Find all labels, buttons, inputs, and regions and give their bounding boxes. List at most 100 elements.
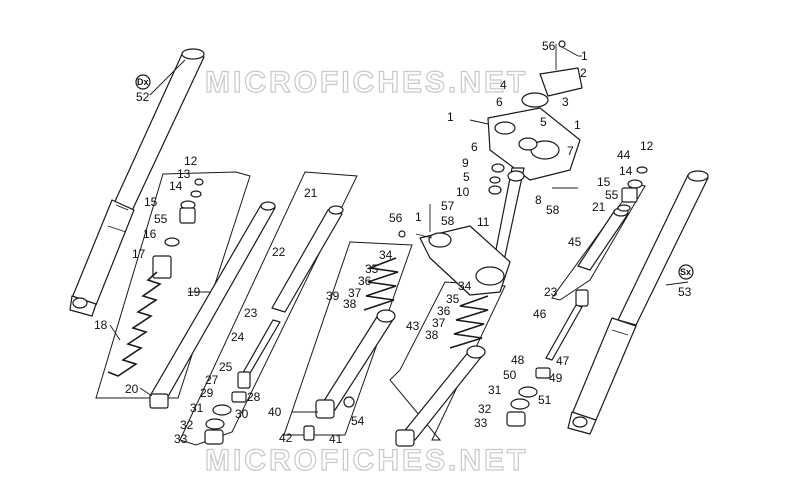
callout: 33	[174, 432, 188, 446]
callout: 33	[474, 416, 488, 430]
callout: 52	[136, 90, 150, 104]
callout: 55	[154, 212, 168, 226]
callout: 5	[463, 170, 470, 184]
bolts-40-42	[292, 411, 318, 441]
callout: 17	[132, 247, 146, 261]
callout: 56	[542, 39, 556, 53]
top-triple-clamp	[469, 40, 583, 181]
callout: 32	[180, 418, 194, 432]
inner-tube-20	[149, 201, 276, 409]
callout: 58	[441, 214, 455, 228]
callout: 18	[94, 318, 108, 332]
frame-45	[551, 183, 646, 301]
callout: 13	[177, 167, 191, 181]
callout: 22	[272, 245, 286, 259]
callout: 1	[415, 210, 422, 224]
callout: 23	[544, 285, 558, 299]
callout: 6	[471, 140, 478, 154]
callout: 23	[244, 306, 258, 320]
callout: 37	[432, 316, 446, 330]
callout: 53	[678, 285, 692, 299]
watermark-bottom: MICROFICHES.NET	[205, 444, 528, 477]
callout: 25	[219, 360, 233, 374]
callout: 41	[329, 432, 343, 446]
callout: 1	[574, 118, 581, 132]
leader-lines	[109, 46, 689, 397]
callout: 2	[580, 66, 587, 80]
callout: 30	[235, 407, 249, 421]
callout: 40	[268, 405, 282, 419]
callout: 3	[562, 95, 569, 109]
callout: 24	[231, 330, 245, 344]
callout: 35	[365, 262, 379, 276]
damper-rod-45	[506, 207, 629, 427]
callout-labels: 52 12 13 14 15 55 16 17 19 18 20 21 22 2…	[94, 39, 692, 446]
fork-spring-left	[107, 271, 162, 377]
callout: 12	[640, 139, 654, 153]
side-tag-dx-circle	[135, 74, 151, 90]
left-small-parts	[152, 178, 204, 279]
callout: 14	[169, 179, 183, 193]
spring-assembly-39	[315, 257, 399, 419]
callout: 6	[496, 95, 503, 109]
callout: 34	[458, 279, 472, 293]
callout: 37	[348, 286, 362, 300]
callout: 12	[184, 154, 198, 168]
callout: 57	[441, 199, 455, 213]
callout: 38	[425, 328, 439, 342]
side-tag-sx-circle	[678, 264, 694, 280]
callout: 45	[568, 235, 582, 249]
side-tag-dx: Dx	[137, 77, 149, 87]
callout: 20	[125, 382, 139, 396]
callout: 55	[605, 188, 619, 202]
callout: 15	[144, 195, 158, 209]
callout: 39	[326, 289, 340, 303]
callout: 54	[351, 414, 365, 428]
callout: 28	[247, 390, 261, 404]
side-tag-sx: Sx	[680, 267, 691, 277]
callout: 34	[379, 248, 393, 262]
frame-19	[95, 171, 251, 399]
callout: 46	[533, 307, 547, 321]
right-fork-leg	[69, 48, 205, 317]
callout: 51	[538, 393, 552, 407]
callout: 29	[200, 386, 214, 400]
callout: 11	[477, 215, 490, 229]
callout: 14	[619, 164, 633, 178]
callout: 10	[456, 185, 470, 199]
callout: 21	[304, 186, 318, 200]
callout: 32	[478, 402, 492, 416]
spring-assembly-43	[395, 295, 489, 447]
callout: 19	[187, 285, 201, 299]
callout: 35	[446, 292, 460, 306]
callout: 1	[447, 110, 454, 124]
bottom-triple-clamp	[398, 204, 511, 296]
callout: 48	[511, 353, 525, 367]
frame-43	[389, 281, 506, 441]
frame-39	[283, 241, 413, 436]
callout: 8	[535, 193, 542, 207]
watermark-top: MICROFICHES.NET	[205, 66, 528, 99]
callout: 27	[205, 373, 219, 387]
steering-stem	[488, 163, 578, 271]
callout: 15	[597, 175, 611, 189]
callout: 58	[546, 203, 560, 217]
callout: 42	[279, 431, 293, 445]
callout: 21	[592, 200, 606, 214]
right-small-parts	[617, 166, 648, 212]
callout: 43	[406, 319, 420, 333]
callout: 50	[503, 368, 517, 382]
callout: 5	[540, 115, 547, 129]
callout: 16	[143, 227, 157, 241]
callout: 38	[343, 297, 357, 311]
callout: 31	[488, 383, 502, 397]
callout: 4	[500, 78, 507, 92]
callout: 49	[549, 371, 563, 385]
callout: 36	[358, 274, 372, 288]
left-fork-leg	[567, 170, 709, 435]
callout: 44	[617, 148, 631, 162]
callout: 31	[190, 401, 204, 415]
callout: 36	[437, 304, 451, 318]
callout: 7	[567, 144, 574, 158]
